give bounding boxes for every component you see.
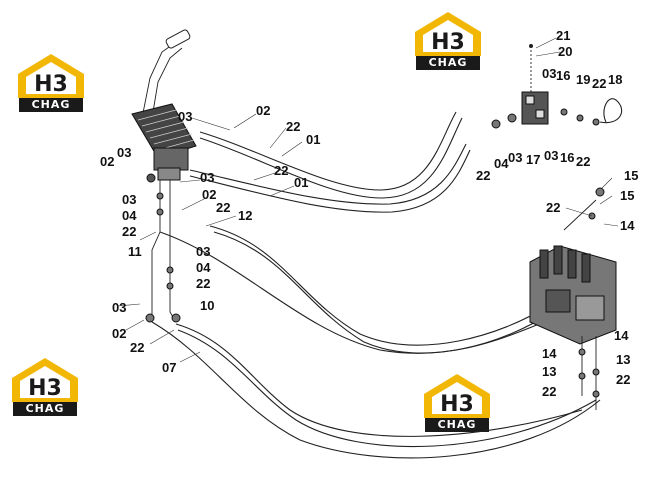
part-label-04: 04 [122, 208, 137, 223]
logo-house-icon: H3 [12, 358, 78, 402]
part-label-04: 04 [494, 156, 509, 171]
part-label-22: 22 [286, 119, 300, 134]
part-label-22: 22 [546, 200, 560, 215]
part-label-18: 18 [608, 72, 622, 87]
part-label-03: 03 [122, 192, 136, 207]
logo-text: CHAG [13, 402, 77, 416]
part-label-14: 14 [614, 328, 629, 343]
part-label-15: 15 [620, 188, 634, 203]
part-label-15: 15 [624, 168, 638, 183]
part-label-03: 03 [542, 66, 556, 81]
part-label-22: 22 [542, 384, 556, 399]
brand-logo: H3 CHAG [16, 52, 86, 114]
part-label-02: 02 [100, 154, 114, 169]
part-label-03: 03 [117, 145, 131, 160]
part-label-03: 03 [112, 300, 126, 315]
brand-logo: H3 CHAG [413, 10, 483, 72]
part-label-02: 02 [256, 103, 270, 118]
part-label-17: 17 [526, 152, 540, 167]
part-label-01: 01 [306, 132, 320, 147]
top-valve-block [491, 44, 623, 129]
part-label-02: 02 [112, 326, 126, 341]
logo-text: CHAG [19, 98, 83, 112]
part-label-22: 22 [216, 200, 230, 215]
part-label-22: 22 [476, 168, 490, 183]
logo-mark: H3 [431, 30, 465, 55]
part-label-22: 22 [196, 276, 210, 291]
part-label-19: 19 [576, 72, 590, 87]
part-label-16: 16 [556, 68, 570, 83]
part-label-20: 20 [558, 44, 572, 59]
part-label-22: 22 [122, 224, 136, 239]
brand-logo: H3 CHAG [422, 372, 492, 434]
logo-house-icon: H3 [18, 54, 84, 98]
logo-house-icon: H3 [424, 374, 490, 418]
part-label-14: 14 [620, 218, 635, 233]
part-label-11: 11 [128, 244, 142, 259]
part-label-10: 10 [200, 298, 214, 313]
part-labels: 03 02 22 01 22 01 03 02 03 02 22 12 03 0… [100, 28, 638, 399]
part-label-16: 16 [560, 150, 574, 165]
part-label-22: 22 [616, 372, 630, 387]
logo-mark: H3 [34, 72, 68, 97]
logo-mark: H3 [28, 376, 62, 401]
main-valve-block [529, 187, 617, 410]
part-label-03: 03 [178, 109, 192, 124]
part-label-22: 22 [576, 154, 590, 169]
part-label-22: 22 [592, 76, 606, 91]
logo-text: CHAG [425, 418, 489, 432]
part-label-13: 13 [616, 352, 630, 367]
part-label-22: 22 [274, 163, 288, 178]
part-label-04: 04 [196, 260, 211, 275]
part-label-01: 01 [294, 175, 308, 190]
brand-logo: H3 CHAG [10, 356, 80, 418]
part-label-03: 03 [196, 244, 210, 259]
part-label-21: 21 [556, 28, 570, 43]
part-label-07: 07 [162, 360, 176, 375]
logo-house-icon: H3 [415, 12, 481, 56]
part-label-14: 14 [542, 346, 557, 361]
part-label-22: 22 [130, 340, 144, 355]
part-label-03: 03 [508, 150, 522, 165]
part-label-13: 13 [542, 364, 556, 379]
part-label-02: 02 [202, 187, 216, 202]
part-label-03: 03 [544, 148, 558, 163]
logo-text: CHAG [416, 56, 480, 70]
pedal-assembly [131, 29, 197, 181]
part-label-03: 03 [200, 170, 214, 185]
part-label-12: 12 [238, 208, 252, 223]
logo-mark: H3 [440, 392, 474, 417]
